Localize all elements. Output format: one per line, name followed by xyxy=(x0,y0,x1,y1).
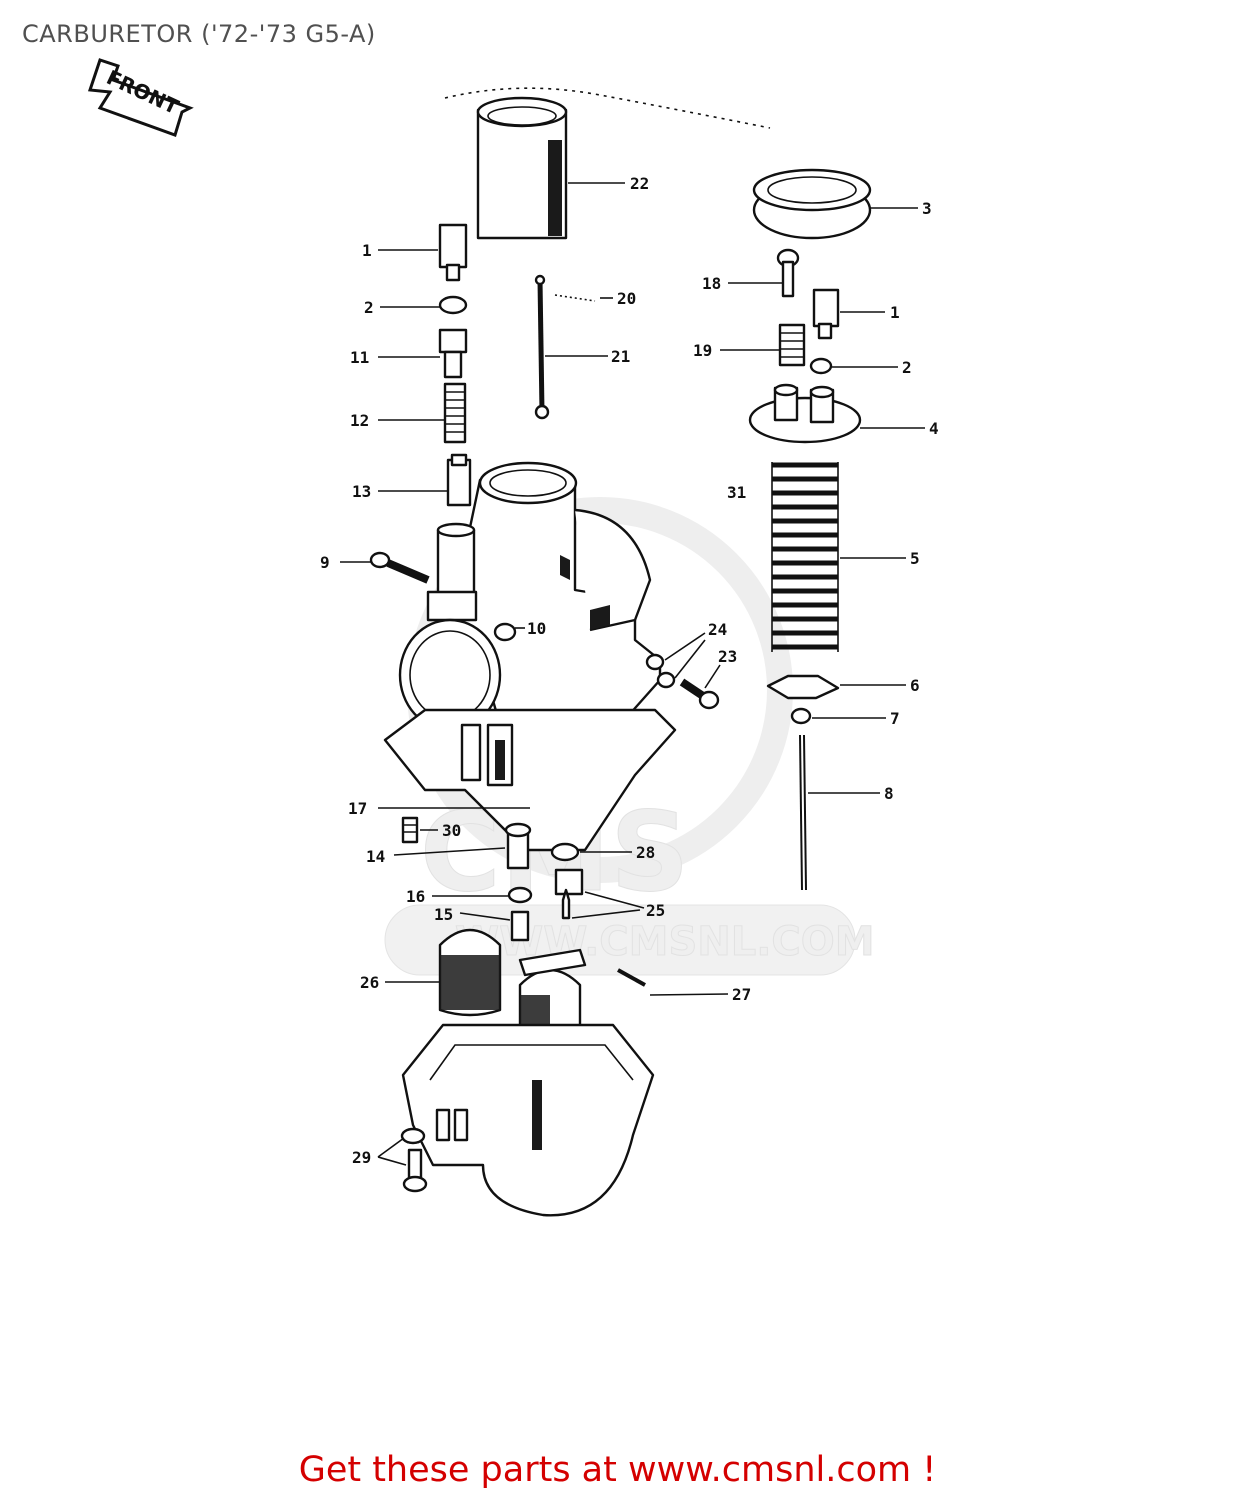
part-screw-23 xyxy=(679,678,720,710)
page-title: CARBURETOR ('72-'73 G5-A) xyxy=(22,20,376,48)
callout-27: 27 xyxy=(732,985,751,1004)
callout-12: 12 xyxy=(350,411,369,430)
callout-29: 29 xyxy=(352,1148,371,1167)
callout-4: 4 xyxy=(929,419,939,438)
part-screw-18 xyxy=(776,248,800,298)
part-jet-needle xyxy=(799,734,807,891)
callout-26: 26 xyxy=(360,973,379,992)
part-washer-left xyxy=(438,295,468,315)
callout-13: 13 xyxy=(352,482,371,501)
part-screw-30 xyxy=(401,816,419,844)
part-pin xyxy=(554,294,596,302)
part-cap-right xyxy=(812,288,840,340)
callout-9: 9 xyxy=(320,553,330,572)
part-drain-plug-29 xyxy=(402,1148,428,1193)
callout-11: 11 xyxy=(350,348,369,367)
callout-2-right: 2 xyxy=(902,358,912,377)
part-washer-29 xyxy=(400,1127,426,1145)
outline-dashed xyxy=(444,87,771,129)
callout-10: 10 xyxy=(527,619,546,638)
part-washer-28 xyxy=(550,842,580,862)
callout-20: 20 xyxy=(617,289,636,308)
part-spring-left xyxy=(443,382,467,444)
callout-18: 18 xyxy=(702,274,721,293)
part-ring-nut xyxy=(752,168,872,240)
part-clip-7 xyxy=(790,707,812,725)
callout-22: 22 xyxy=(630,174,649,193)
part-pin-27 xyxy=(617,968,646,987)
part-screw-9 xyxy=(369,551,430,584)
callout-5: 5 xyxy=(910,549,920,568)
part-valve-seat-25 xyxy=(554,868,584,920)
callout-21: 21 xyxy=(611,347,630,366)
callout-19: 19 xyxy=(693,341,712,360)
callout-8: 8 xyxy=(884,784,894,803)
callout-28: 28 xyxy=(636,843,655,862)
part-top-cap xyxy=(748,383,862,444)
part-adjuster-left xyxy=(438,328,468,379)
callout-1-right: 1 xyxy=(890,303,900,322)
callout-23: 23 xyxy=(718,647,737,666)
callout-1-left: 1 xyxy=(362,241,372,260)
callout-6: 6 xyxy=(910,676,920,695)
callout-31: 31 xyxy=(727,483,746,502)
part-carburetor-body xyxy=(383,461,677,852)
front-arrow-icon: FRONT xyxy=(87,58,194,137)
part-washer-24a xyxy=(645,653,665,671)
part-plate-6 xyxy=(766,674,840,700)
callout-17: 17 xyxy=(348,799,367,818)
callout-24: 24 xyxy=(708,620,727,639)
part-main-spring xyxy=(771,462,839,652)
callout-15: 15 xyxy=(434,905,453,924)
callout-3: 3 xyxy=(922,199,932,218)
part-cap-left xyxy=(438,223,468,282)
callout-30: 30 xyxy=(442,821,461,840)
part-rod xyxy=(534,274,550,420)
part-washer-24b xyxy=(656,671,676,689)
callout-7: 7 xyxy=(890,709,900,728)
callout-16: 16 xyxy=(406,887,425,906)
part-piston-left xyxy=(446,453,472,507)
callout-2-left: 2 xyxy=(364,298,374,317)
leader-lines xyxy=(340,182,925,1166)
callout-labels: 22 3 1 18 1 2 20 21 11 19 2 12 4 13 31 9… xyxy=(320,174,939,1167)
callout-25: 25 xyxy=(646,901,665,920)
part-spring-19 xyxy=(778,323,806,367)
part-washer-16 xyxy=(507,886,533,904)
part-cover-tube xyxy=(476,96,568,240)
part-main-jet-14 xyxy=(504,822,532,870)
callout-14: 14 xyxy=(366,847,385,866)
part-jet-15 xyxy=(510,910,530,942)
part-washer-right xyxy=(809,357,833,375)
footer-cta[interactable]: Get these parts at www.cmsnl.com ! xyxy=(298,1450,937,1490)
part-float-bowl xyxy=(401,1023,655,1217)
